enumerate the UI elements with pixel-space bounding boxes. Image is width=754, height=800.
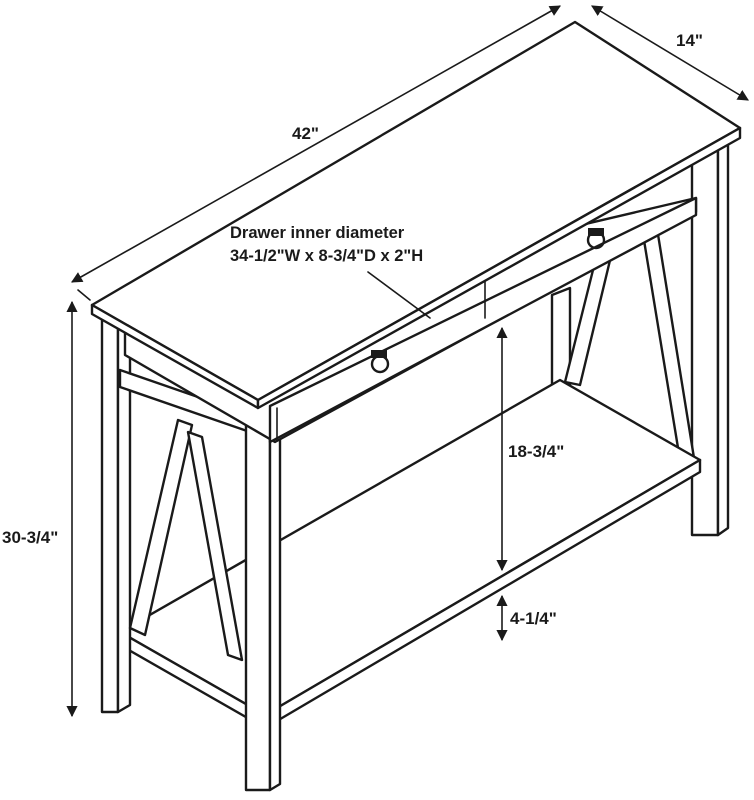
shelf-height-label: 4-1/4" xyxy=(510,609,557,628)
width-dimension xyxy=(71,5,561,301)
depth-label: 14" xyxy=(676,31,703,50)
front-right-leg xyxy=(244,390,282,792)
front-left-leg xyxy=(100,310,132,714)
height-label: 30-3/4" xyxy=(2,528,59,547)
back-right-leg xyxy=(690,136,730,537)
left-a-frame xyxy=(118,368,252,662)
drawer-title: Drawer inner diameter xyxy=(230,224,405,242)
drawer-pull-left xyxy=(370,350,390,374)
bottom-shelf xyxy=(118,378,702,730)
depth-dimension xyxy=(591,5,749,101)
drawer-leader-line xyxy=(367,271,431,319)
shelf-clearance-label: 18-3/4" xyxy=(508,442,565,461)
drawer-size: 34-1/2"W x 8-3/4"D x 2"H xyxy=(230,247,424,265)
drawer-pull-right xyxy=(586,228,606,250)
width-label: 42" xyxy=(292,124,319,143)
